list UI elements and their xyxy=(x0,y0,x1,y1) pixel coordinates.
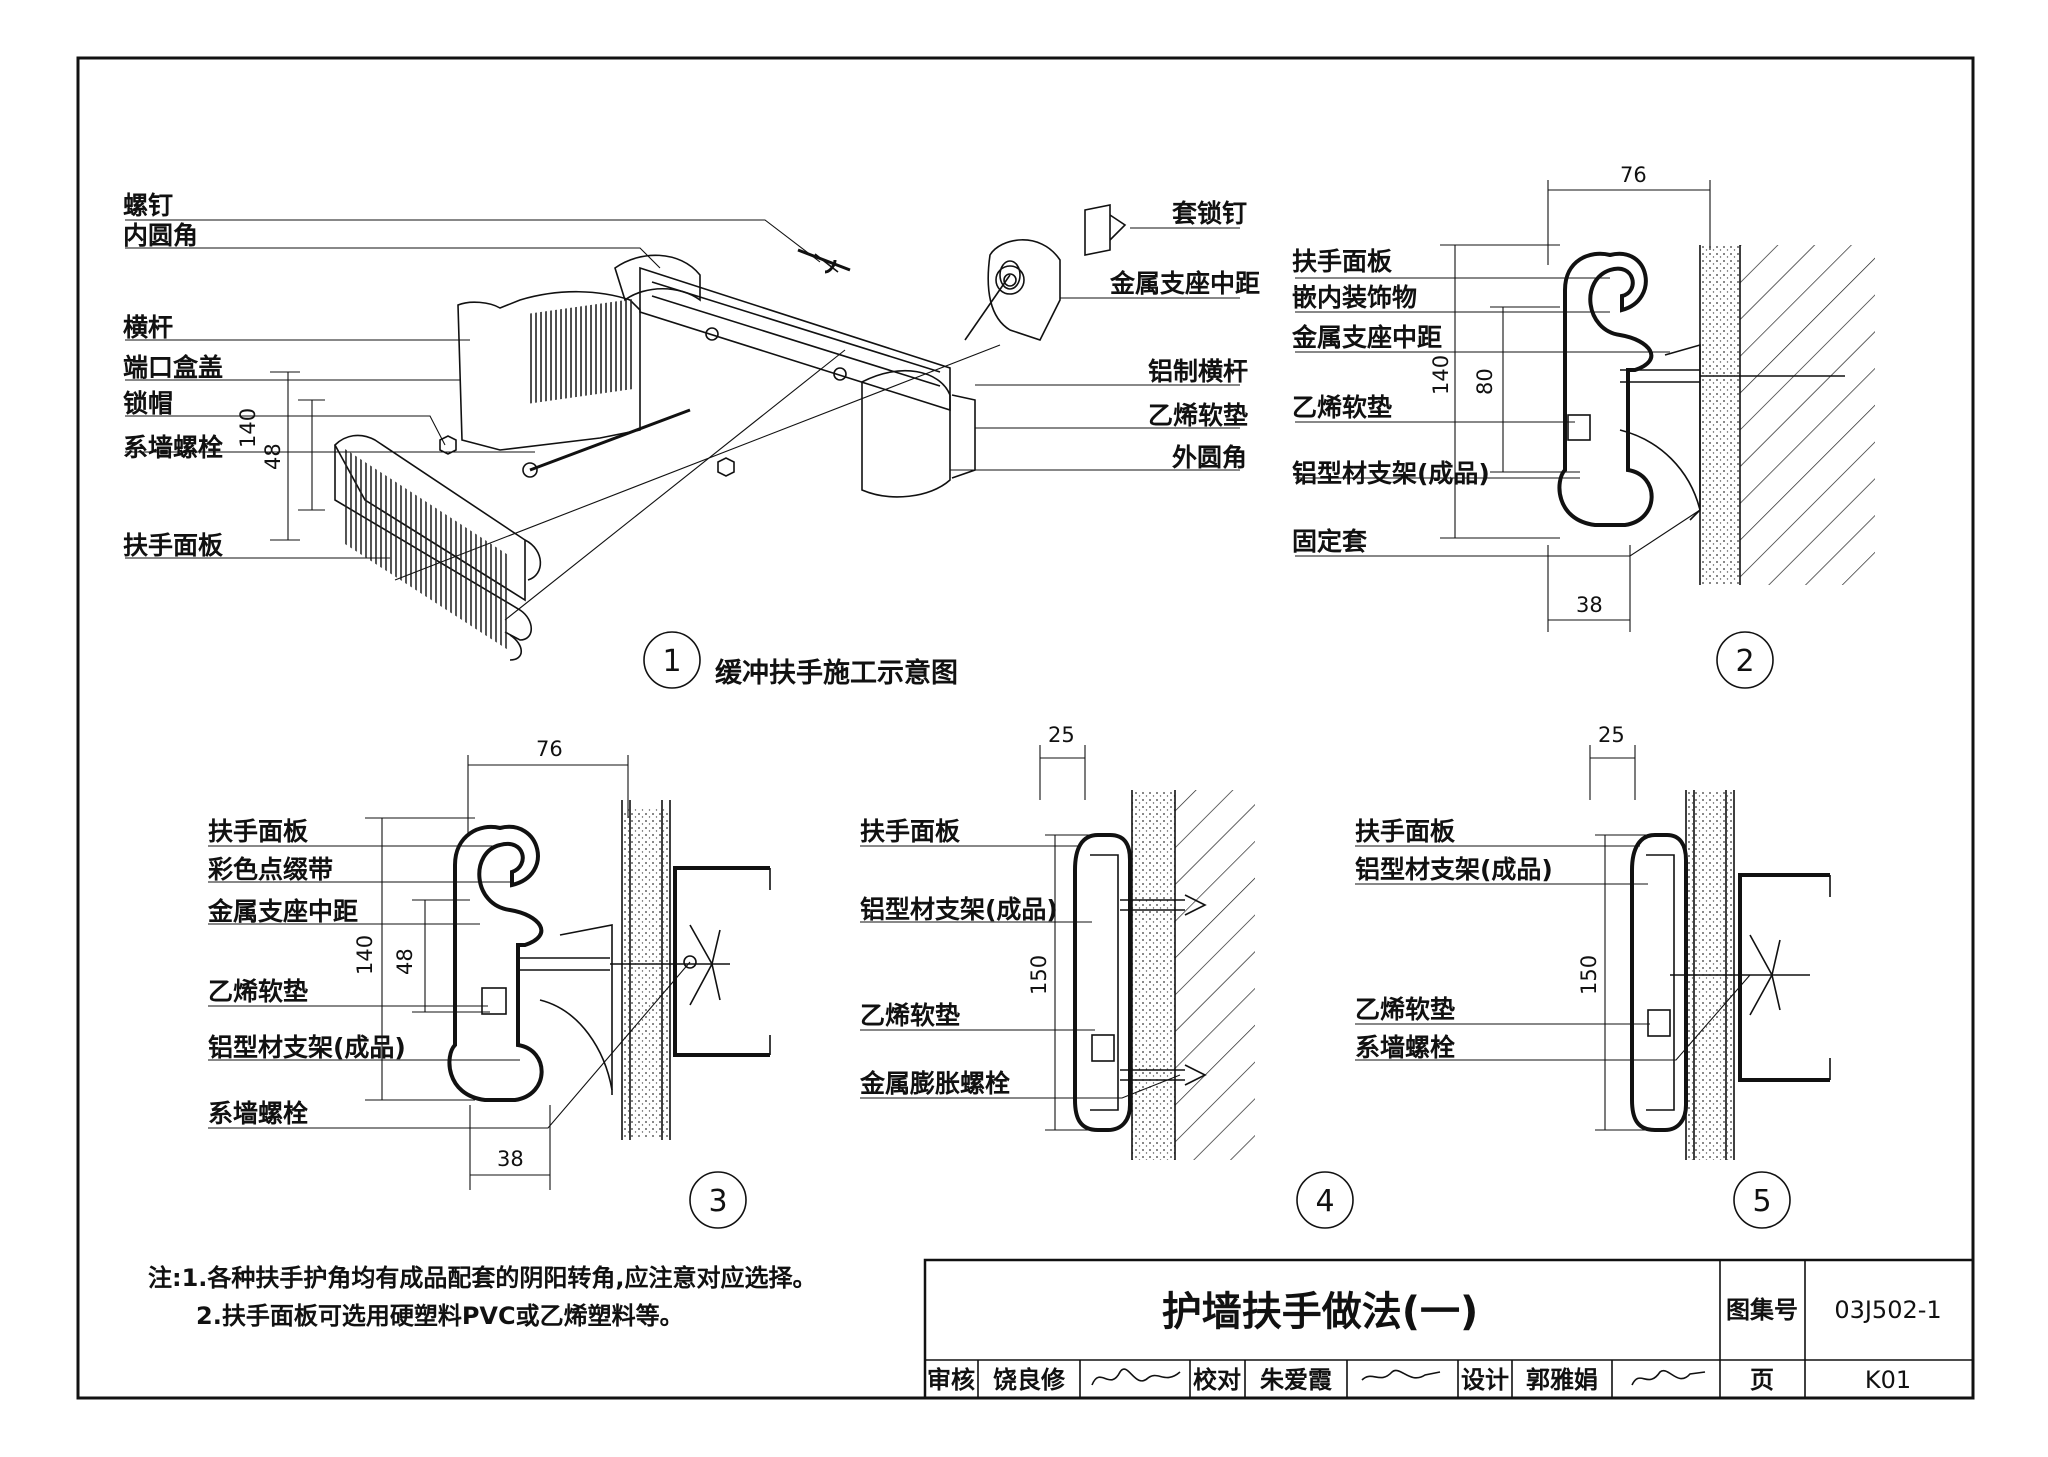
reviewer-name: 饶良修 xyxy=(993,1366,1066,1394)
atlas-number: 03J502-1 xyxy=(1834,1296,1941,1324)
note-line-2: 2.扶手面板可选用硬塑料PVC或乙烯塑料等。 xyxy=(196,1302,684,1330)
d3-dim-140: 140 xyxy=(353,935,377,975)
grill-front xyxy=(345,449,510,652)
sheet-border xyxy=(76,56,1975,1400)
d1-dim-140: 140 xyxy=(236,408,260,448)
note-line-1: 注:1.各种扶手护角均有成品配套的阴阳转角,应注意对应选择。 xyxy=(148,1264,817,1292)
grill-left xyxy=(530,298,635,404)
atlas-label: 图集号 xyxy=(1726,1296,1798,1324)
d2-number: 2 xyxy=(1735,644,1754,679)
d5-number-circle xyxy=(1733,1171,1791,1229)
d3-dim-38: 38 xyxy=(497,1147,524,1171)
d5-label-al-bracket: 铝型材支架(成品) xyxy=(1355,855,1553,884)
d3-label-support-spacing: 金属支座中距 xyxy=(207,897,358,926)
d1-label-al-rail: 铝制横杆 xyxy=(1148,357,1248,386)
d5-dim-150: 150 xyxy=(1577,955,1601,995)
d5-label-face-plate: 扶手面板 xyxy=(1355,817,1455,846)
d1-label-support-spacing: 金属支座中距 xyxy=(1109,269,1260,298)
d5-label-vinyl-pad: 乙烯软垫 xyxy=(1355,995,1455,1024)
d3-dim-76: 76 xyxy=(536,737,563,761)
title-block: 护墙扶手做法(一) 图集号 03J502-1 审核 饶良修 校对 朱爱霞 设计 … xyxy=(923,1258,1975,1400)
d1-title: 缓冲扶手施工示意图 xyxy=(715,657,958,689)
d4-number-circle xyxy=(1296,1171,1354,1229)
d1-dim-48: 48 xyxy=(261,443,285,470)
checker-signature xyxy=(1361,1369,1441,1381)
d4-label-expansion-bolt: 金属膨胀螺栓 xyxy=(859,1069,1010,1098)
d2-label-vinyl-pad: 乙烯软垫 xyxy=(1292,393,1392,422)
d3-number: 3 xyxy=(708,1184,727,1219)
d3-label-color-strip: 彩色点缀带 xyxy=(208,855,333,884)
d3-dim-48: 48 xyxy=(393,948,417,975)
d2-dim-140: 140 xyxy=(1429,355,1453,395)
d1-label-vinyl-pad: 乙烯软垫 xyxy=(1148,401,1248,430)
reviewer-signature xyxy=(1091,1368,1181,1386)
d1-number-circle xyxy=(643,631,701,689)
d1-label-wall-bolt: 系墙螺栓 xyxy=(123,433,223,462)
d2-label-fixing-sleeve: 固定套 xyxy=(1292,527,1368,556)
detail-2: 76 140 80 38 扶手面板 嵌内装饰物 金属支座中距 乙烯软垫 铝型材支… xyxy=(1291,163,1875,689)
detail-4: 25 150 扶手面板 铝型材支架(成品) 乙烯软垫 金属膨胀螺栓 4 xyxy=(859,723,1354,1229)
detail-5: 25 150 扶手面板 铝型材支架(成品) 乙烯软垫 系墙螺栓 5 xyxy=(1355,723,1831,1229)
d5-dim-25: 25 xyxy=(1598,723,1625,747)
d1-label-inner-corner: 内圆角 xyxy=(123,221,198,250)
d1-label-outer-corner: 外圆角 xyxy=(1172,443,1247,472)
designer-signature xyxy=(1631,1369,1706,1386)
d3-label-al-bracket: 铝型材支架(成品) xyxy=(208,1033,406,1062)
drawing-title: 护墙扶手做法(一) xyxy=(1162,1289,1479,1335)
d1-label-lock-cap: 锁帽 xyxy=(123,389,173,418)
d1-number: 1 xyxy=(662,644,681,679)
d4-dim-25: 25 xyxy=(1048,723,1075,747)
d4-number: 4 xyxy=(1315,1184,1334,1219)
d2-dim-76: 76 xyxy=(1620,163,1647,187)
designer-name: 郭雅娟 xyxy=(1526,1366,1598,1394)
review-label: 审核 xyxy=(927,1366,975,1394)
detail-1: 140 48 螺钉 内圆角 横杆 端口盒盖 锁帽 系墙螺栓 扶手面板 套锁钉 金… xyxy=(123,191,1260,689)
d4-label-vinyl-pad: 乙烯软垫 xyxy=(860,1001,960,1030)
check-label: 校对 xyxy=(1193,1366,1241,1394)
d3-label-face-plate: 扶手面板 xyxy=(208,817,308,846)
d5-number: 5 xyxy=(1752,1184,1771,1219)
d2-dim-38: 38 xyxy=(1576,593,1603,617)
d1-label-screw: 螺钉 xyxy=(123,191,173,220)
d2-dim-80: 80 xyxy=(1473,368,1497,395)
d1-label-crossbar: 横杆 xyxy=(123,313,173,342)
d1-label-end-cap: 端口盒盖 xyxy=(123,353,223,382)
d2-label-support-spacing: 金属支座中距 xyxy=(1291,323,1442,352)
d3-label-vinyl-pad: 乙烯软垫 xyxy=(208,977,308,1006)
d3-number-circle xyxy=(689,1171,747,1229)
d4-label-al-bracket: 铝型材支架(成品) xyxy=(860,895,1058,924)
d1-label-set-pin: 套锁钉 xyxy=(1171,199,1247,228)
d2-label-face-plate: 扶手面板 xyxy=(1292,247,1392,276)
d2-label-al-bracket: 铝型材支架(成品) xyxy=(1292,459,1490,488)
d4-dim-150: 150 xyxy=(1027,955,1051,995)
checker-name: 朱爱霞 xyxy=(1260,1366,1333,1394)
d5-label-wall-bolt: 系墙螺栓 xyxy=(1355,1033,1455,1062)
design-label: 设计 xyxy=(1461,1366,1509,1394)
d2-label-inlay: 嵌内装饰物 xyxy=(1292,283,1417,312)
page-label: 页 xyxy=(1750,1366,1774,1394)
page-number: K01 xyxy=(1865,1366,1911,1394)
d3-label-wall-bolt: 系墙螺栓 xyxy=(208,1099,308,1128)
d4-label-face-plate: 扶手面板 xyxy=(860,817,960,846)
detail-3: 76 140 48 38 扶手面板 彩色点缀带 金属支座中距 乙烯软垫 铝型材支… xyxy=(207,737,771,1229)
d1-label-face-plate: 扶手面板 xyxy=(123,531,223,560)
d2-number-circle xyxy=(1716,631,1774,689)
